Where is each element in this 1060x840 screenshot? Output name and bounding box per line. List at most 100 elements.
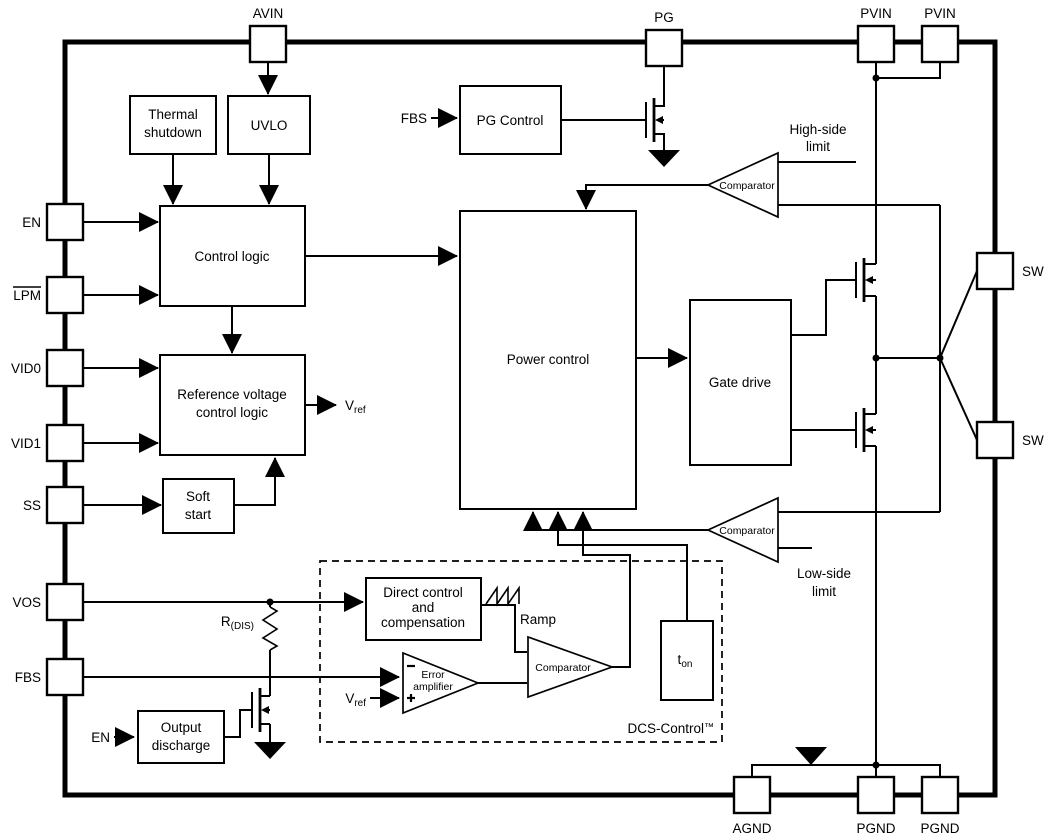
error-amp-label-1: Error [421, 669, 445, 681]
pin-pvin-2: PVIN [920, 6, 960, 64]
low-side-limit-label-1: Low-side [797, 566, 851, 581]
thermal-shutdown-label-1: Thermal [148, 107, 198, 122]
pin-ss: SS [23, 485, 85, 525]
pin-ss-label: SS [23, 498, 41, 513]
output-discharge-label-1: Output [161, 720, 202, 735]
low-side-limit-label-2: limit [812, 584, 836, 599]
wire-sw-pin1 [939, 270, 978, 359]
mosfet-discharge [251, 688, 271, 742]
rdis-label: R(DIS) [221, 614, 254, 632]
mosfet-pg [645, 66, 665, 150]
mosfet-low-side [855, 408, 876, 452]
wire-complow-powercontrol [523, 511, 708, 531]
pin-lpm-label: LPM [13, 288, 41, 303]
block-direct-control: Direct control and compensation [365, 577, 482, 641]
thermal-shutdown-label-2: shutdown [144, 125, 202, 140]
junction-dots [266, 74, 944, 769]
junction-vos [266, 598, 274, 606]
wire-pvin2-join [876, 62, 941, 79]
soft-start-label-2: start [185, 507, 212, 522]
ref-voltage-label-1: Reference voltage [177, 387, 287, 402]
pg-control-label: PG Control [477, 113, 544, 128]
pin-pgnd2-label: PGND [920, 821, 959, 836]
high-side-limit-label-2: limit [806, 139, 830, 154]
pin-en: EN [22, 202, 85, 242]
wire-ground-bus [751, 764, 941, 777]
pin-vid0: VID0 [11, 348, 85, 388]
chip-boundary [62, 39, 998, 798]
pgfet-drain [654, 66, 665, 107]
ground-symbol-agnd [795, 747, 827, 765]
dcs-control-label: DCS-Control™ [627, 721, 714, 736]
pin-pvin2-label: PVIN [924, 6, 956, 21]
block-soft-start: Soft start [162, 478, 235, 534]
pin-avin-label: AVIN [253, 6, 284, 21]
pin-sw2-label: SW [1022, 433, 1044, 448]
power-control-label: Power control [507, 352, 590, 367]
disfet-arrow [261, 706, 269, 714]
error-amp-label-2: amplifier [413, 681, 453, 693]
pin-vid1-label: VID1 [11, 436, 41, 451]
block-power-control: Power control [459, 210, 637, 510]
pin-fbs-label: FBS [15, 670, 41, 685]
block-control-logic: Control logic [159, 205, 306, 307]
comparator-high-side: Comparator [705, 151, 779, 219]
error-amplifier: Error amplifier [402, 651, 481, 715]
junction-sw-rail [872, 354, 880, 362]
comparator-dcs: Comparator [527, 635, 615, 699]
dcs-control-region [319, 560, 723, 743]
ground-symbol-discharge [254, 742, 286, 759]
pin-vid1: VID1 [11, 423, 85, 463]
ref-voltage-label-2: control logic [196, 405, 268, 420]
block-output-discharge: Output discharge [137, 710, 225, 764]
pgfet-source [654, 133, 665, 150]
pin-pg-label: PG [654, 10, 674, 25]
wire-sw-pin2 [939, 357, 978, 441]
blocks: Thermal shutdown UVLO PG Control Control… [129, 85, 792, 764]
vref-input-label: Vref [345, 691, 366, 709]
signal-labels: FBS EN Vref Vref Ramp High-side limit Lo… [91, 111, 851, 745]
high-side-limit-label-1: High-side [789, 122, 846, 137]
pin-sw1-label: SW [1022, 264, 1044, 279]
block-pg-control: PG Control [459, 85, 562, 155]
wire-ramp-compdcs [481, 604, 527, 653]
block-thermal-shutdown: Thermal shutdown [129, 95, 217, 155]
pin-lpm: LPM [13, 275, 85, 315]
ramp-waveform-icon [485, 585, 520, 607]
ramp-label: Ramp [520, 612, 556, 627]
lowfet-arrow [865, 426, 873, 434]
pin-vid0-label: VID0 [11, 361, 41, 376]
comparator-low-label: Comparator [719, 525, 775, 537]
block-reference-voltage: Reference voltage control logic [159, 354, 306, 456]
block-uvlo: UVLO [227, 95, 311, 155]
highfet-arrow [865, 276, 873, 284]
control-logic-label: Control logic [194, 249, 269, 264]
pin-pvin-1: PVIN [856, 6, 896, 64]
output-discharge-label-2: discharge [152, 738, 211, 753]
wire-ton-powercontrol [548, 511, 688, 621]
fbs-inline-label: FBS [401, 111, 427, 126]
pin-pgnd-2: PGND [920, 775, 960, 836]
pin-pgnd1-label: PGND [856, 821, 895, 836]
pin-vos-label: VOS [12, 595, 41, 610]
junction-pvin [872, 74, 880, 82]
pin-sw-1: SW [975, 251, 1044, 291]
pin-agnd: AGND [732, 775, 772, 836]
comparator-dcs-label: Comparator [535, 662, 591, 674]
ground-symbol-pg [648, 150, 680, 167]
comparator-low-side: Comparator [705, 496, 779, 564]
direct-control-label-2: and [412, 600, 435, 615]
pgfet-arrow [655, 116, 663, 124]
comparators: Comparator Comparator Comparator Error a… [402, 151, 779, 715]
pin-vos: VOS [12, 582, 85, 622]
mosfet-high-side [855, 258, 876, 302]
wire-comphigh-powercontrol [576, 184, 708, 210]
disfet-source [260, 723, 271, 742]
block-gate-drive: Gate drive [689, 299, 792, 466]
junction-pgnd [872, 761, 880, 769]
direct-control-label-3: compensation [381, 615, 465, 630]
resistor-rdis-zigzag [261, 606, 279, 651]
pin-pgnd-1: PGND [856, 775, 896, 836]
pin-en-label: EN [22, 215, 41, 230]
